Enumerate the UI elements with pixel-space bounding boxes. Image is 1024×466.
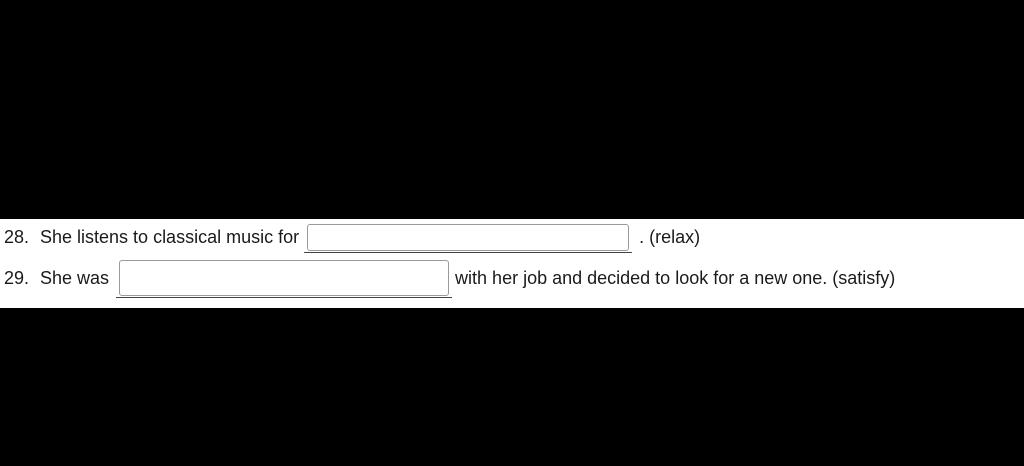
answer-blank-28[interactable] (304, 223, 633, 253)
question-number: 29. (4, 267, 30, 288)
question-text-before: She was (40, 267, 110, 288)
question-text-before: She listens to classical music for (40, 226, 300, 247)
question-text-after: . (relax) (639, 226, 701, 247)
answer-blank-29[interactable] (116, 260, 453, 298)
worksheet-strip: 28. She listens to classical music for .… (0, 219, 1024, 308)
question-28: 28. She listens to classical music for .… (0, 222, 701, 253)
question-29: 29. She was with her job and decided to … (0, 260, 896, 298)
question-text-after: with her job and decided to look for a n… (455, 267, 896, 288)
question-number: 28. (4, 226, 30, 247)
